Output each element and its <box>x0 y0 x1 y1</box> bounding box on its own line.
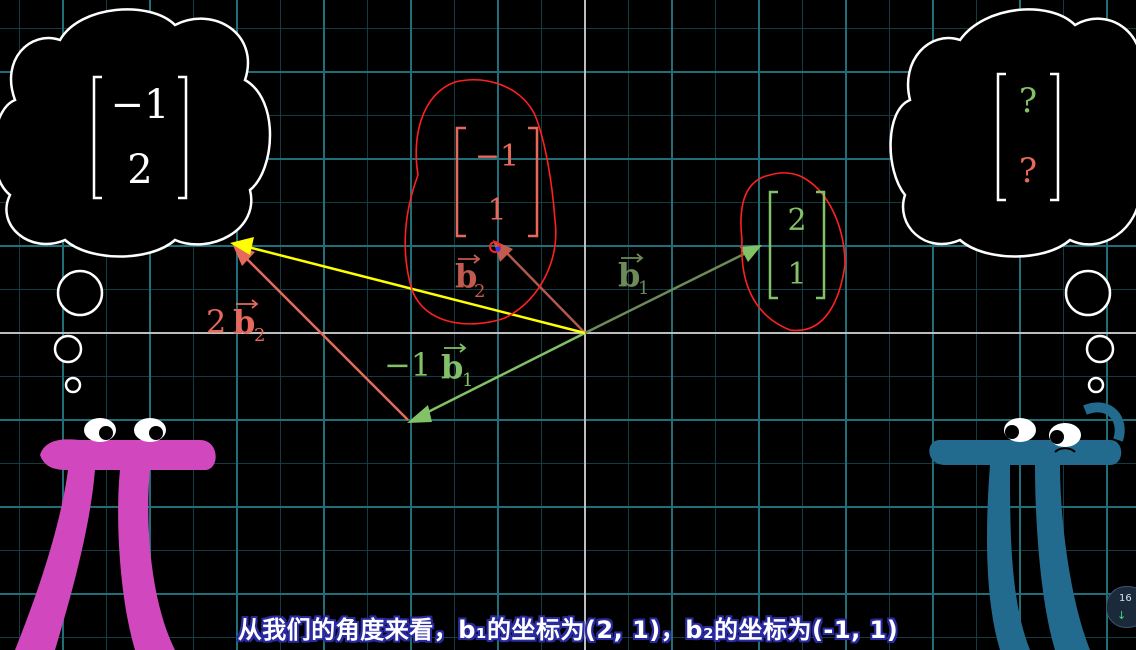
label-neg-b1: −1 b 1 <box>384 343 473 391</box>
matrix-b1 <box>768 190 826 300</box>
download-arrow-icon: ↓ <box>1117 609 1127 622</box>
right-bubble-bottom: ? <box>1019 151 1037 191</box>
label-b1: b 1 <box>618 253 649 299</box>
vector-sum <box>230 237 586 335</box>
matrix-b1-bottom: 1 <box>787 257 806 292</box>
label-2b2: 2 b 2 <box>206 299 265 346</box>
label-neg-b1-coef: −1 <box>384 346 431 384</box>
label-2b2-letter: b <box>233 303 255 341</box>
annotation-loop-b2 <box>404 79 557 325</box>
vector-2b2 <box>232 243 409 421</box>
annotation-loop-b1 <box>740 172 846 332</box>
label-2b2-sub: 2 <box>254 325 265 346</box>
label-neg-b1-sub: 1 <box>462 370 473 391</box>
label-2b2-coef: 2 <box>206 303 226 341</box>
pi-creature-right <box>929 402 1125 650</box>
thought-bubble-left: −1 2 <box>0 8 272 394</box>
vector-neg-b1 <box>407 331 586 423</box>
label-b2: b 2 <box>455 254 485 302</box>
matrix-b2-top: −1 <box>475 139 519 174</box>
label-b1-sub: 1 <box>638 278 649 299</box>
label-neg-b1-letter: b <box>441 348 463 386</box>
video-badge[interactable]: 16 ↓ <box>1106 586 1136 628</box>
vector-b2 <box>493 240 586 334</box>
right-bubble-top: ? <box>1019 81 1037 121</box>
left-bubble-top: −1 <box>111 82 170 128</box>
left-bubble-bottom: 2 <box>127 147 152 193</box>
label-b1-letter: b <box>618 256 640 294</box>
red-dot-marker <box>489 241 501 253</box>
blue-dot-marker <box>495 246 501 252</box>
label-b2-letter: b <box>455 257 477 295</box>
matrix-b2-bottom: 1 <box>487 193 506 228</box>
vector-b1 <box>584 245 762 335</box>
pi-creature-left <box>15 418 216 650</box>
subtitle-caption: 从我们的角度来看，b₁的坐标为(2, 1)，b₂的坐标为(-1, 1) <box>237 616 899 644</box>
badge-count: 16 <box>1119 593 1132 604</box>
thought-bubble-right: ? ? <box>889 8 1136 394</box>
label-b2-sub: 2 <box>474 281 485 302</box>
matrix-b2 <box>455 126 539 238</box>
matrix-b1-top: 2 <box>787 203 806 238</box>
